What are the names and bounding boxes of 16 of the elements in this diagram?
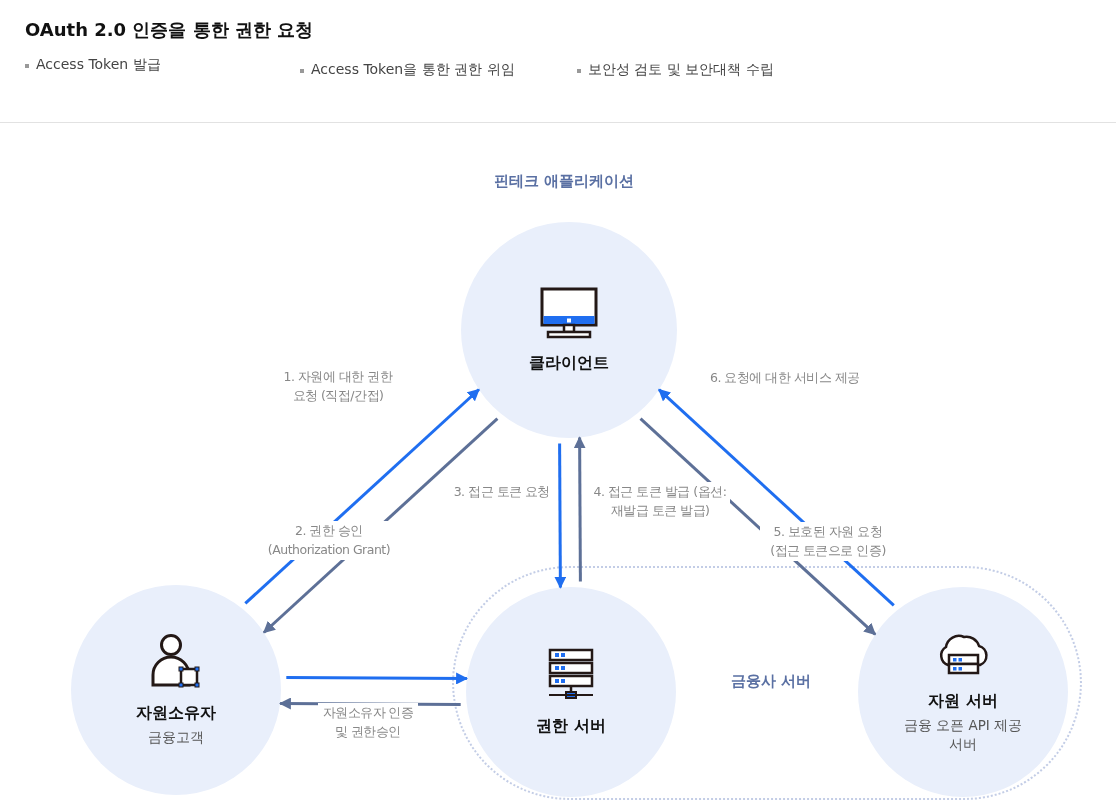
arrow (554, 443, 567, 589)
node-subtitle: 금융고객 (148, 728, 204, 747)
node-subtitle: 금융 오픈 API 제공 서버 (903, 716, 1023, 753)
node-heading: 핀테크 애플리케이션 (494, 172, 635, 191)
server-group-band (452, 566, 1082, 800)
arrow (286, 672, 469, 685)
group-label: 금융사 서버 (731, 672, 812, 691)
bullet-text: Access Token을 통한 권한 위임 (311, 61, 515, 79)
bullet-text: Access Token 발급 (36, 56, 161, 74)
bullet-text: 보안성 검토 및 보안대책 수립 (588, 61, 774, 79)
diagram-title: OAuth 2.0 인증을 통한 권한 요청 (25, 18, 314, 42)
node-title: 권한 서버 (536, 715, 606, 737)
arrow (573, 436, 586, 582)
node-title: 클라이언트 (529, 352, 609, 374)
node-title: 자원소유자 (136, 703, 216, 725)
node-title: 자원 서버 (928, 691, 998, 713)
